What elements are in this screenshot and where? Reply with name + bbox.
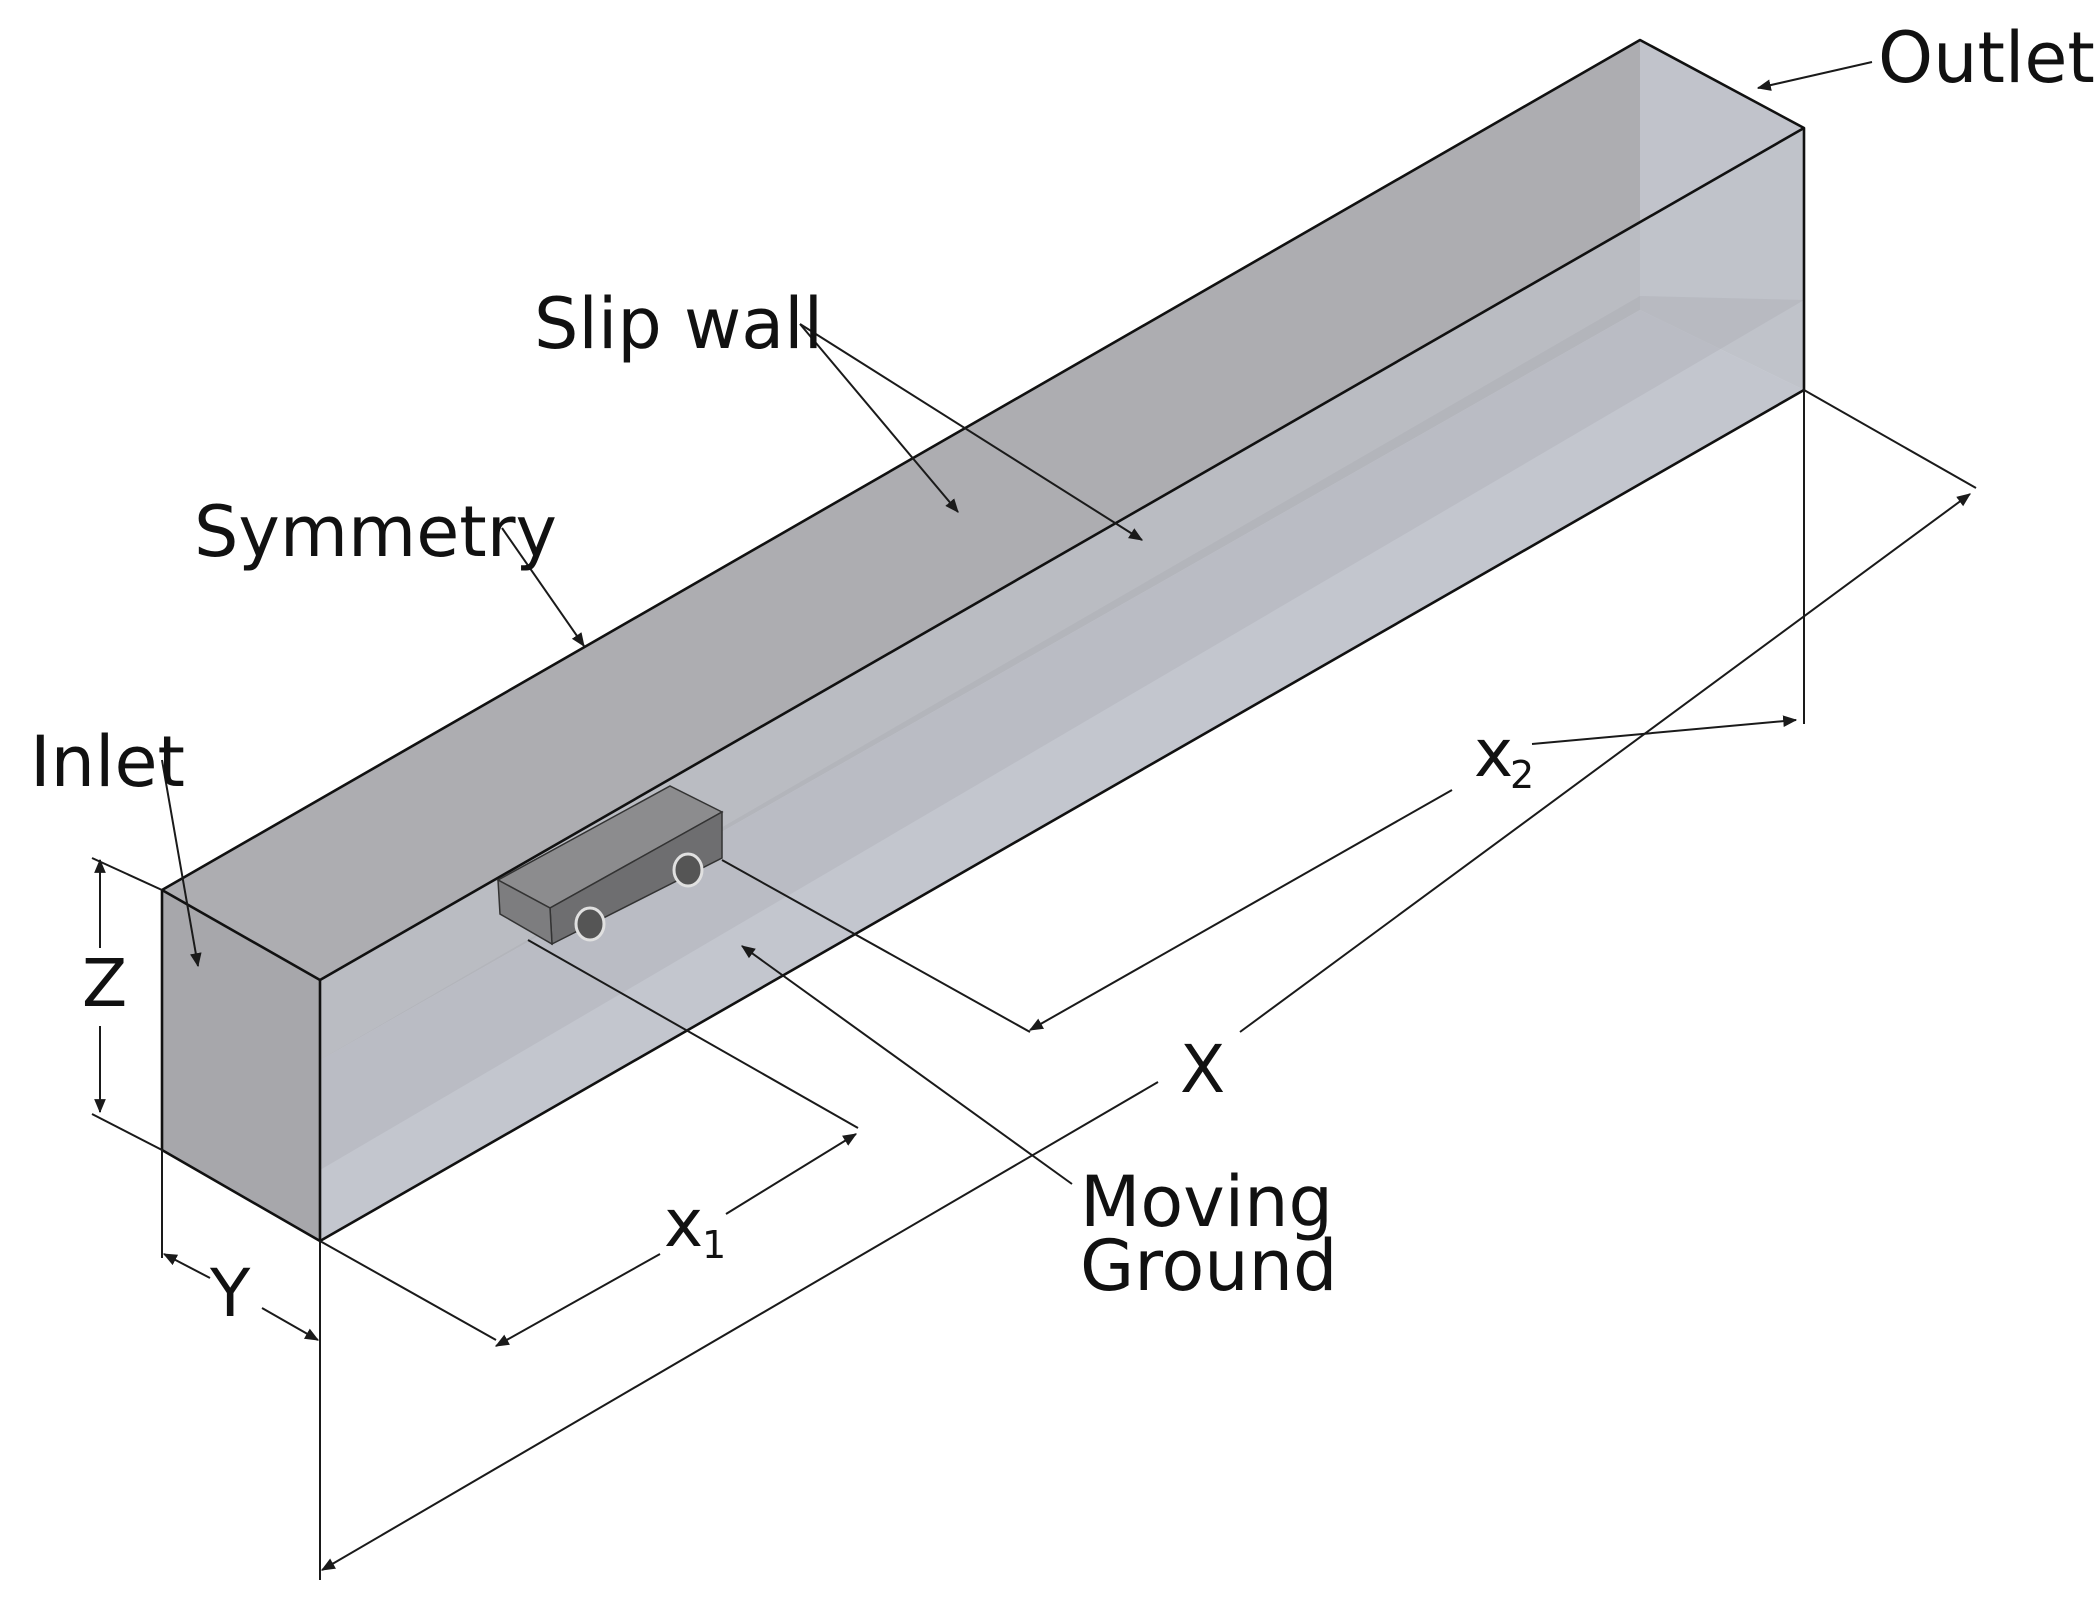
x1-extension-end (527, 939, 859, 1129)
x1-dimension-line-left (494, 1253, 661, 1347)
x2-dimension-label: x 2 (1474, 715, 1534, 797)
slip-wall-leader-top (799, 323, 959, 513)
symmetry-label: Symmetry (194, 491, 557, 573)
x1-extension-start (319, 1240, 497, 1341)
vehicle-rear-wheel (574, 906, 606, 942)
vehicle-front-wheel (672, 852, 704, 888)
z-extension-bottom (91, 1113, 163, 1151)
floor-shadow-band (320, 296, 1804, 1170)
inlet-label: Inlet (30, 721, 185, 803)
x2-label-subscript: 2 (1510, 753, 1534, 797)
y-dimension-label: Y (209, 1255, 251, 1332)
x-dimension-line-left (320, 1081, 1159, 1571)
x2-extension-start (721, 859, 1031, 1033)
x2-label-base: x (1474, 715, 1513, 792)
x1-dimension-label: x 1 (664, 1185, 726, 1267)
x2-dimension-line-left (1028, 789, 1453, 1031)
moving-ground-leader (741, 945, 1073, 1185)
near-side-wall (320, 128, 1804, 1241)
slip-wall-label: Slip wall (534, 283, 823, 365)
x-extension-end (1803, 389, 1977, 489)
moving-ground-label-line1: Moving (1080, 1161, 1333, 1243)
outlet-leader (1756, 61, 1873, 91)
vehicle-model (496, 785, 724, 946)
inlet-face (162, 890, 320, 1241)
vehicle-front (497, 878, 553, 946)
z-dimension-label: Z (82, 945, 127, 1022)
inlet-leader (161, 759, 202, 968)
x1-label-subscript: 1 (702, 1223, 726, 1267)
y-dimension-line-left (162, 1253, 211, 1279)
z-extension-top (91, 857, 163, 891)
slip-wall-leader-side (799, 323, 1143, 541)
x-dimension-line-right (1239, 493, 1971, 1033)
outlet-label: Outlet (1878, 17, 2094, 99)
moving-ground-label-line2: Ground (1080, 1225, 1337, 1307)
x1-label-base: x (664, 1185, 703, 1262)
x1-dimension-line-right (725, 1133, 857, 1215)
symmetry-leader (501, 527, 585, 647)
x-total-dimension-label: X (1180, 1031, 1225, 1108)
x2-dimension-line-right (1531, 715, 1798, 745)
top-slip-wall-face (162, 40, 1804, 980)
box-edge-top-long (319, 126, 1805, 982)
y-dimension-line-right (261, 1307, 320, 1341)
